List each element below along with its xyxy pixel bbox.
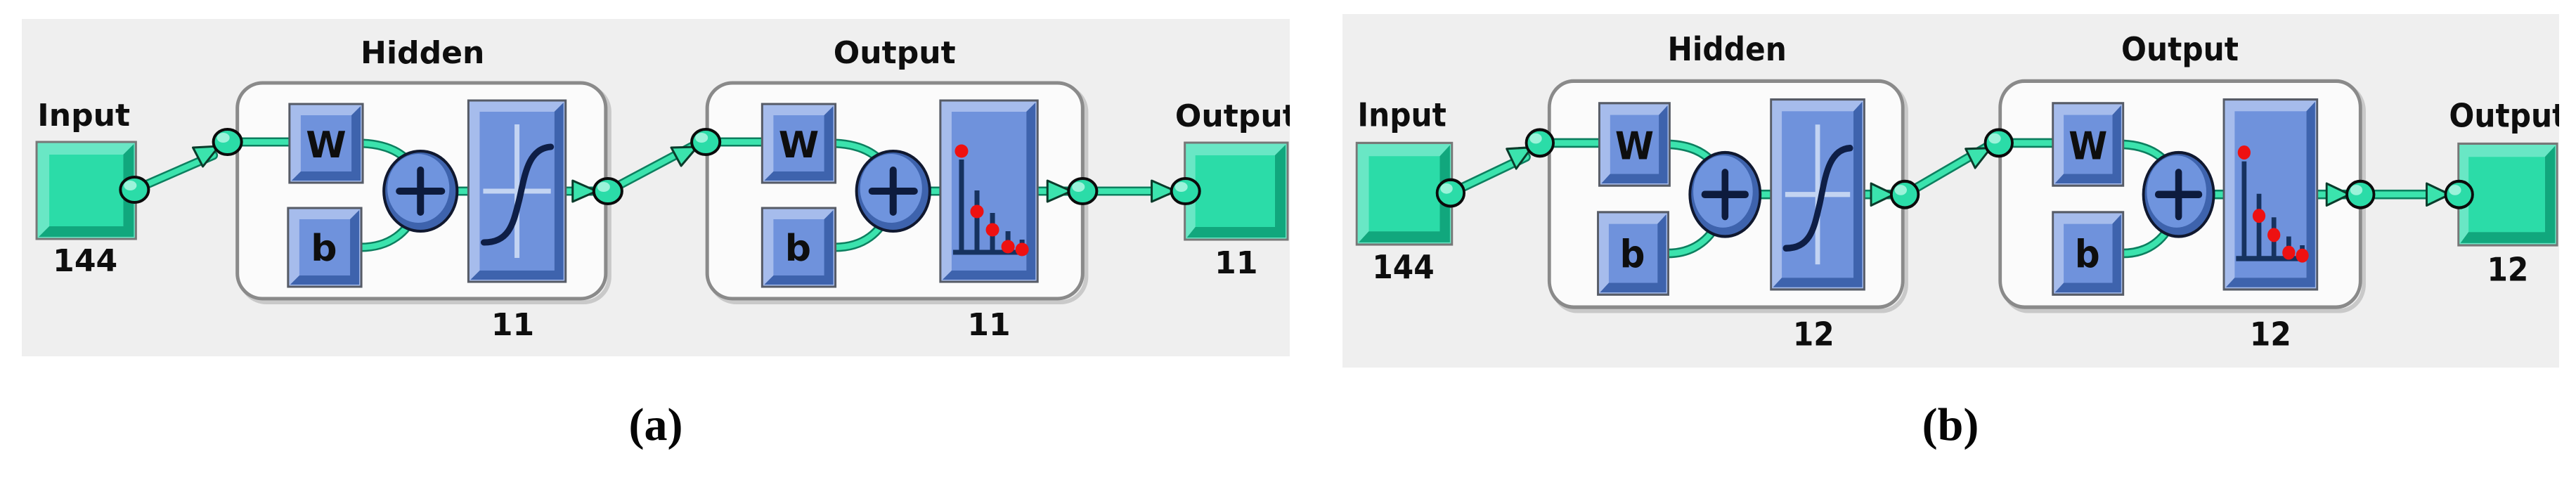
hidden-bias-label: b: [311, 228, 337, 270]
output-bias-label: b: [2075, 232, 2100, 277]
output-layer-size: 12: [2250, 316, 2291, 353]
network-diagram-a: Input 144 Hidden W b 11 Output W b 11 Ou…: [22, 35, 1290, 343]
output-bias-label: b: [785, 228, 811, 270]
output-layer-size: 11: [967, 307, 1010, 343]
panel-a: Input 144 Hidden W b 11 Output W b 11 Ou…: [22, 19, 1290, 356]
network-shapes-instance: [37, 83, 1288, 302]
caption-a: (a): [628, 399, 683, 450]
network-diagram-b: Input 144 Hidden W b 12 Output W b 12 Ou…: [1342, 31, 2559, 353]
output-weight-label: W: [2069, 124, 2107, 169]
output-size: 12: [2487, 252, 2528, 289]
network-shapes-instance: [1357, 81, 2557, 311]
hidden-weight-label: W: [1615, 124, 1654, 169]
hidden-bias-label: b: [1620, 232, 1645, 277]
input-size: 144: [53, 243, 117, 279]
output-label: Output: [1175, 98, 1290, 134]
panel-b: Input 144 Hidden W b 12 Output W b 12 Ou…: [1342, 14, 2559, 368]
input-label: Input: [1357, 97, 1446, 134]
output-weight-label: W: [779, 124, 819, 167]
hidden-title: Hidden: [1668, 31, 1787, 68]
input-size: 144: [1372, 249, 1434, 287]
output-size: 11: [1215, 245, 1257, 281]
input-label: Input: [37, 98, 130, 134]
hidden-size: 11: [491, 307, 534, 343]
hidden-weight-label: W: [306, 124, 346, 167]
hidden-title: Hidden: [361, 35, 484, 71]
caption-b: (b): [1922, 399, 1979, 450]
output-layer-title: Output: [2121, 31, 2239, 68]
hidden-size: 12: [1793, 316, 1834, 353]
output-label: Output: [2449, 98, 2559, 135]
output-layer-title: Output: [834, 35, 956, 71]
